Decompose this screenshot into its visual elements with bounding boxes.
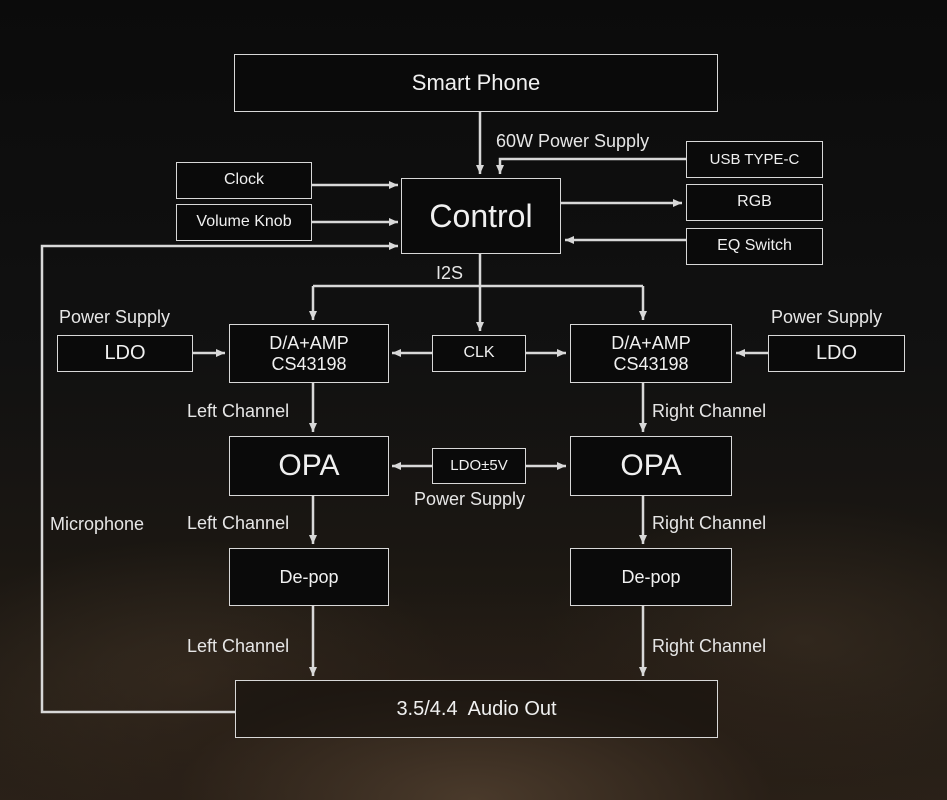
ldo-left-label: LDO [104,342,146,364]
clk-label: CLK [463,344,495,362]
control-box: Control [401,178,561,254]
smart-phone-box: Smart Phone [234,54,718,112]
dac-right-line1: D/A+AMP [611,332,691,353]
rgb-box: RGB [686,184,823,221]
clk-box: CLK [432,335,526,372]
audio-out-label: 3.5/4.4 Audio Out [396,697,557,720]
microphone-label: Microphone [50,514,145,534]
right-channel-label-3: Right Channel [652,636,767,656]
ldo-right-label: LDO [815,342,858,364]
smart-phone-label: Smart Phone [411,70,541,96]
i2s-label: I2S [436,263,464,283]
right-channel-label-2: Right Channel [652,513,767,533]
dac-left-line2: CS43198 [271,353,347,374]
usb-typec-box: USB TYPE-C [686,141,823,178]
opa-right-box: OPA [570,436,732,496]
ldo-left-box: LDO [57,335,193,372]
dac-right-box: D/A+AMP CS43198 [570,324,732,383]
power-supply-right-label: Power Supply [771,307,883,327]
rgb-label: RGB [737,193,772,211]
depop-right-label: De-pop [621,566,681,587]
eq-switch-box: EQ Switch [686,228,823,265]
left-channel-label-3: Left Channel [187,636,290,656]
left-channel-label-1: Left Channel [187,401,290,421]
dac-left-line1: D/A+AMP [269,332,349,353]
depop-left-label: De-pop [279,566,339,587]
depop-right-box: De-pop [570,548,732,606]
power-supply-center-label: Power Supply [414,489,526,509]
usb-typec-label: USB TYPE-C [709,150,800,168]
depop-left-box: De-pop [229,548,389,606]
volume-knob-box: Volume Knob [176,204,312,241]
power-supply-left-label: Power Supply [59,307,171,327]
clock-label: Clock [223,171,264,189]
eq-switch-label: EQ Switch [717,237,792,255]
dac-right-line2: CS43198 [613,353,689,374]
opa-right-label: OPA [620,448,682,482]
right-channel-label-1: Right Channel [652,401,767,421]
control-label: Control [429,197,533,234]
ldo-pm5v-label: LDO±5V [450,457,508,475]
arrow-microphone-to-control [40,242,398,714]
volume-knob-label: Volume Knob [196,213,292,231]
ldo-right-box: LDO [768,335,905,372]
left-channel-label-2: Left Channel [187,513,290,533]
power-60w-label: 60W Power Supply [496,131,650,151]
opa-left-label: OPA [278,448,340,482]
dac-left-box: D/A+AMP CS43198 [229,324,389,383]
clock-box: Clock [176,162,312,199]
ldo-pm5v-box: LDO±5V [432,448,526,484]
audio-out-box: 3.5/4.4 Audio Out [235,680,718,738]
opa-left-box: OPA [229,436,389,496]
arrow-usb-to-control [496,157,686,174]
